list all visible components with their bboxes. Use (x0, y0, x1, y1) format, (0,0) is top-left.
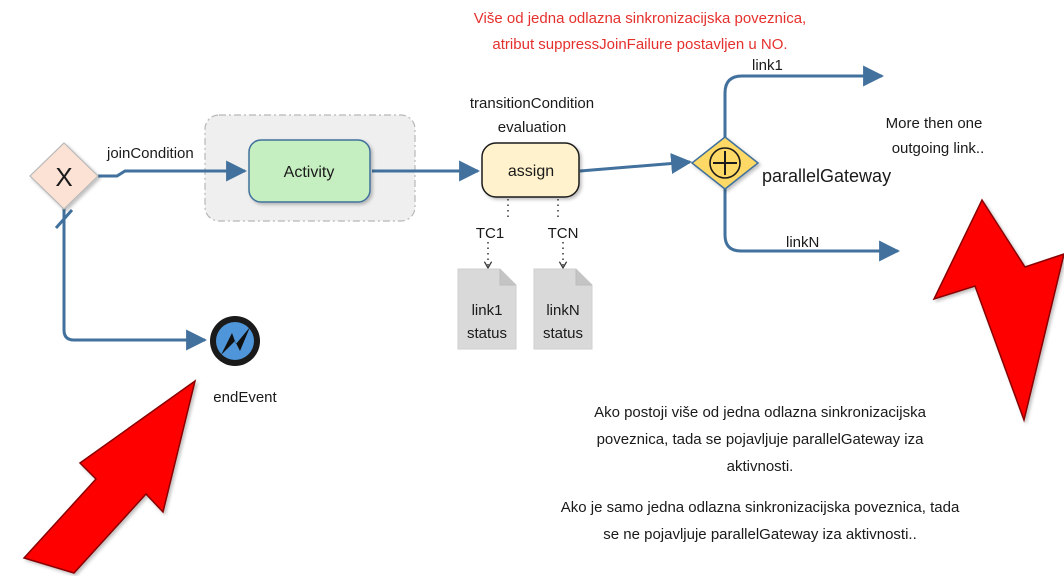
flow-default-to-end-event[interactable] (62, 196, 208, 351)
explanation-p1-line2: poveznica, tada se pojavljuje parallelGa… (597, 431, 925, 448)
tcn-label: TCN (548, 225, 579, 242)
link1-label: link1 (752, 57, 783, 74)
flow-link1[interactable] (723, 65, 885, 138)
red-arrow-right-icon (932, 198, 1064, 423)
parallel-gateway[interactable] (690, 136, 760, 190)
header-note-line1: Više od jedna odlazna sinkronizacijska p… (474, 10, 806, 27)
parallel-gateway-label: parallelGateway (762, 166, 891, 186)
activity-label: Activity (284, 164, 335, 181)
doc-link1-line2: status (467, 325, 507, 342)
flow-linkn[interactable] (723, 188, 901, 262)
header-note-line2: atribut suppressJoinFailure postavljen u… (492, 36, 787, 53)
data-object-linkn-status[interactable]: linkN status (533, 268, 593, 350)
red-arrow-left-icon (22, 379, 197, 574)
doc-link1-line1: link1 (472, 302, 503, 319)
exclusive-gateway[interactable]: X (29, 142, 99, 210)
flow-assign-to-parallel-gateway[interactable] (579, 153, 693, 175)
sequence-flows (62, 65, 901, 351)
default-flow-marker (54, 209, 74, 229)
explanation-p2-line2: se ne pojavljuje parallelGateway iza akt… (603, 526, 917, 543)
doc-linkn-line2: status (543, 325, 583, 342)
assign-label: assign (508, 163, 554, 180)
data-object-link1-status[interactable]: link1 status (457, 268, 517, 350)
join-condition-label: joinCondition (106, 145, 194, 162)
transition-condition-line1: transitionCondition (470, 95, 594, 112)
flow-gateway-to-activity[interactable] (98, 160, 248, 182)
assign-task[interactable]: assign (481, 142, 580, 198)
linkn-label: linkN (786, 234, 819, 251)
explanation-p1-line3: aktivnosti. (727, 458, 794, 475)
transition-condition-line2: evaluation (498, 119, 566, 136)
end-event-label: endEvent (213, 389, 277, 406)
note-outgoing-line1: More then one (886, 115, 983, 132)
exclusive-gateway-x-icon: X (55, 162, 72, 192)
explanation-p2-line1: Ako je samo jedna odlazna sinkronizacijs… (561, 499, 960, 516)
tc1-label: TC1 (476, 225, 504, 242)
end-event[interactable] (210, 316, 260, 366)
doc-linkn-line1: linkN (546, 302, 579, 319)
explanation-p1-line1: Ako postoji više od jedna odlazna sinkro… (594, 404, 927, 421)
activity-task[interactable]: Activity (248, 139, 371, 203)
note-outgoing-line2: outgoing link.. (892, 140, 985, 157)
data-associations (483, 199, 568, 270)
